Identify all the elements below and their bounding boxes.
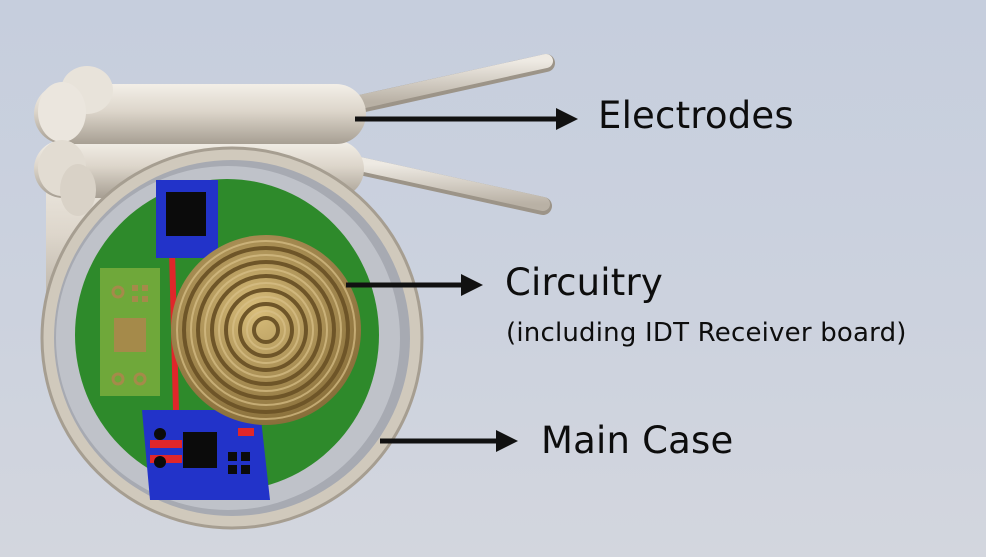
circuitry-label: Circuitry [505, 261, 664, 304]
arrow-electrodes [355, 108, 578, 130]
electrodes-label: Electrodes [598, 94, 794, 137]
arrow-main-case [380, 430, 518, 452]
electrode-rod-lower [351, 157, 552, 215]
electrode-rod-upper [351, 54, 555, 113]
circuitry-sublabel: (including IDT Receiver board) [506, 318, 907, 348]
ic-chip-top [156, 180, 218, 258]
arrow-circuitry [346, 274, 483, 296]
coil-icon [171, 235, 361, 425]
main-case-label: Main Case [541, 419, 734, 462]
ic-chip-bottom [142, 410, 270, 500]
